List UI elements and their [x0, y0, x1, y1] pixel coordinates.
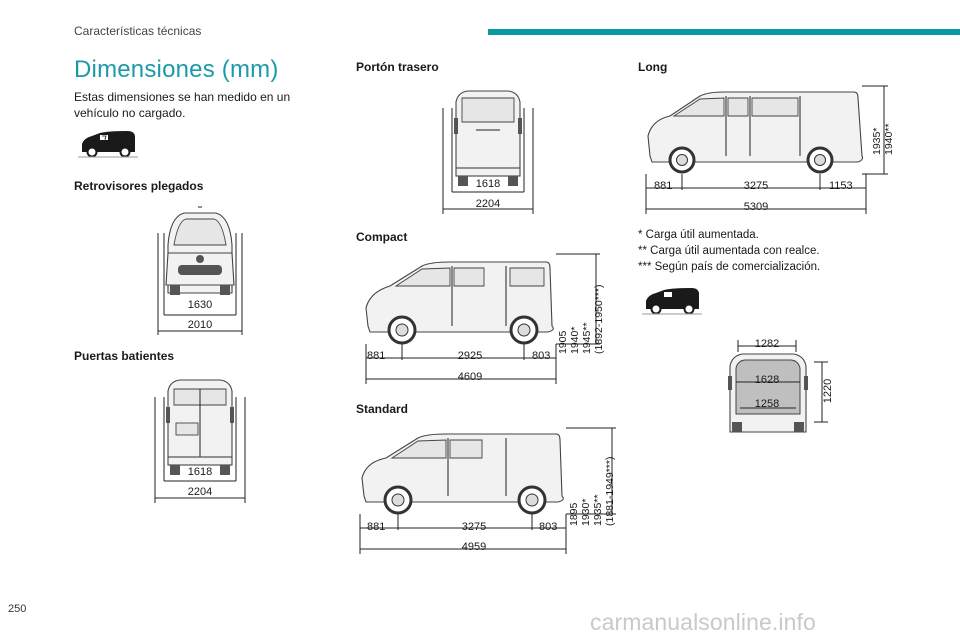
compact-front: 881	[367, 350, 386, 362]
compact-height-3: 1945**	[581, 322, 593, 354]
standard-height-3: 1935**	[592, 494, 604, 526]
standard-height-4: (1881-1949***)	[604, 456, 616, 526]
page-title: Dimensiones (mm)	[74, 56, 279, 83]
long-front: 881	[654, 180, 673, 192]
section-label-long: Long	[638, 60, 668, 74]
header-accent-bar	[488, 29, 960, 35]
tailgate-overall: 2204	[475, 198, 501, 210]
footnote-1: * Carga útil aumentada.	[638, 229, 759, 241]
standard-height-1: 1895	[568, 502, 580, 526]
mirrors-width: 1630	[187, 299, 213, 311]
rear-view-tailgate-drawing	[442, 90, 534, 214]
standard-heights: 1895 1930* 1935** (1881-1949***)	[568, 434, 624, 526]
compact-rear: 803	[532, 350, 551, 362]
standard-front: 881	[367, 521, 386, 533]
tailgate-width: 1618	[475, 178, 501, 190]
long-rear: 1153	[829, 180, 853, 192]
side-view-long-drawing	[645, 85, 888, 214]
footnote-2: ** Carga útil aumentada con realce.	[638, 245, 820, 257]
long-height-2: 1940**	[883, 123, 895, 155]
compact-height-2: 1940*	[569, 326, 581, 354]
section-label-tailgate: Portón trasero	[356, 60, 439, 74]
compact-height-1: 1905	[557, 330, 569, 354]
long-length: 5309	[743, 201, 769, 213]
standard-wheelbase: 3275	[461, 521, 487, 533]
compact-heights: 1905 1940* 1945** (1892-1950***)	[557, 264, 613, 354]
footnotes: * Carga útil aumentada. ** Carga útil au…	[638, 227, 820, 275]
side-view-standard-drawing	[359, 427, 616, 554]
front-view-drawing	[157, 206, 243, 335]
long-wheelbase: 3275	[743, 180, 769, 192]
intro-text: Estas dimensiones se han medido en un ve…	[74, 90, 291, 120]
cargo-bottom-width: 1258	[754, 398, 780, 410]
standard-height-2: 1930*	[580, 498, 592, 526]
compact-length: 4609	[457, 371, 483, 383]
long-height-1: 1935*	[871, 127, 883, 155]
standard-rear: 803	[539, 521, 558, 533]
section-label-compact: Compact	[356, 230, 408, 244]
side-view-compact-drawing	[365, 253, 600, 384]
page-number: 250	[8, 603, 27, 615]
compact-wheelbase: 2925	[457, 350, 483, 362]
cargo-top-width: 1282	[754, 338, 780, 350]
footnote-3: *** Según país de comercialización.	[638, 261, 821, 273]
cargo-height: 1220	[822, 378, 834, 404]
running-header: Características técnicas	[74, 24, 202, 38]
standard-length: 4959	[461, 541, 487, 553]
doors-width: 1618	[187, 466, 213, 478]
doors-overall: 2204	[187, 486, 213, 498]
cargo-middle-width: 1628	[754, 374, 780, 386]
long-heights: 1935* 1940**	[871, 105, 899, 155]
section-label-mirrors: Retrovisores plegados	[74, 179, 204, 193]
cargo-area-drawing	[728, 340, 828, 433]
van-icon-cargo	[642, 288, 702, 315]
section-label-standard: Standard	[356, 402, 409, 416]
section-label-doors: Puertas batientes	[74, 349, 175, 363]
rear-view-doors-drawing	[154, 379, 246, 503]
compact-height-4: (1892-1950***)	[593, 284, 605, 354]
mirrors-overall: 2010	[187, 319, 213, 331]
van-icon	[78, 131, 138, 158]
watermark: carmanualsonline.info	[590, 609, 816, 635]
